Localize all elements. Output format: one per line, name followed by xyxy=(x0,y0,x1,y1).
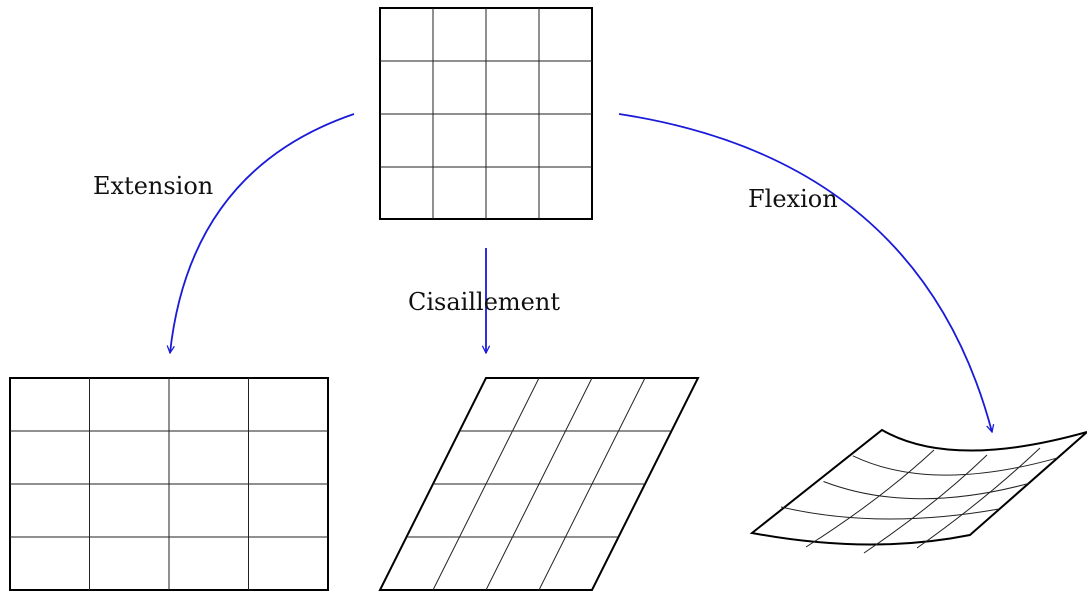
bending-grid-curve xyxy=(852,455,1058,476)
shear-grid xyxy=(378,377,700,591)
bending-grid-curve xyxy=(780,506,1000,520)
extension-arrow xyxy=(170,113,355,353)
shear-grid-outline xyxy=(378,377,700,591)
original-grid xyxy=(379,7,593,220)
bending-label: Flexion xyxy=(748,185,838,213)
extension-label: Extension xyxy=(93,172,213,200)
bending-arrow xyxy=(618,113,992,432)
bending-grid-curve xyxy=(805,449,935,548)
bending-grid-curve xyxy=(916,447,1041,549)
bending-grid xyxy=(749,428,1087,554)
shear-label: Cisaillement xyxy=(408,288,560,316)
bending-grid-curve xyxy=(863,454,988,554)
bending-grid-curve xyxy=(823,481,1029,500)
extension-grid xyxy=(9,377,329,591)
bending-grid-outline xyxy=(749,428,1087,546)
